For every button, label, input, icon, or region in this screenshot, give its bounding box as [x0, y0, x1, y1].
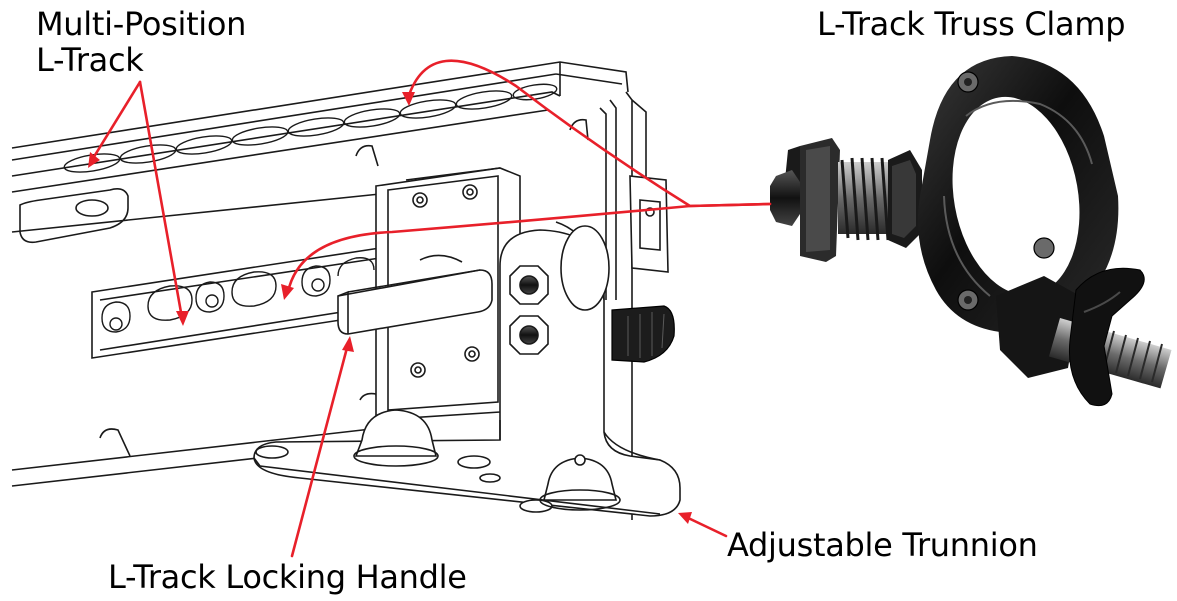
- label-locking-handle: L-Track Locking Handle: [108, 558, 467, 596]
- callout-arrowheads: [88, 92, 692, 524]
- label-truss-clamp: L-Track Truss Clamp: [817, 5, 1126, 43]
- arrowhead-trunnion: [678, 512, 692, 524]
- callout-lines: [90, 59, 772, 558]
- callout-locking-handle: [290, 342, 350, 558]
- adjustable-trunnion: [253, 221, 681, 517]
- trunnion-nuts: [509, 265, 549, 355]
- arrowhead-multi-right: [176, 311, 189, 326]
- label-multi-position-line2: L-Track: [36, 41, 144, 79]
- label-multi-position-l-track: Multi-Position L-Track: [36, 6, 246, 78]
- arrowhead-multi-left: [88, 152, 100, 168]
- cam-lever: [611, 305, 675, 363]
- arrowhead-clamp-top: [402, 92, 415, 106]
- label-multi-position-line1: Multi-Position: [36, 5, 247, 43]
- callout-truss-clamp-lower: [286, 202, 772, 294]
- arrowhead-handle: [342, 336, 354, 352]
- locking-handle: [337, 269, 493, 335]
- lower-l-track: [91, 247, 381, 359]
- rail-assembly: [11, 61, 647, 520]
- label-trunnion: Adjustable Trunnion: [727, 526, 1038, 564]
- upper-l-track-slots: [63, 83, 558, 173]
- callout-truss-clamp-top: [406, 59, 772, 208]
- side-latch: [629, 175, 669, 273]
- callout-trunnion: [682, 514, 728, 538]
- callout-multi-position-right: [138, 80, 184, 320]
- truss-clamp: [770, 56, 1172, 407]
- arrowhead-clamp-lower: [281, 284, 294, 300]
- callout-multi-position-left: [90, 80, 142, 162]
